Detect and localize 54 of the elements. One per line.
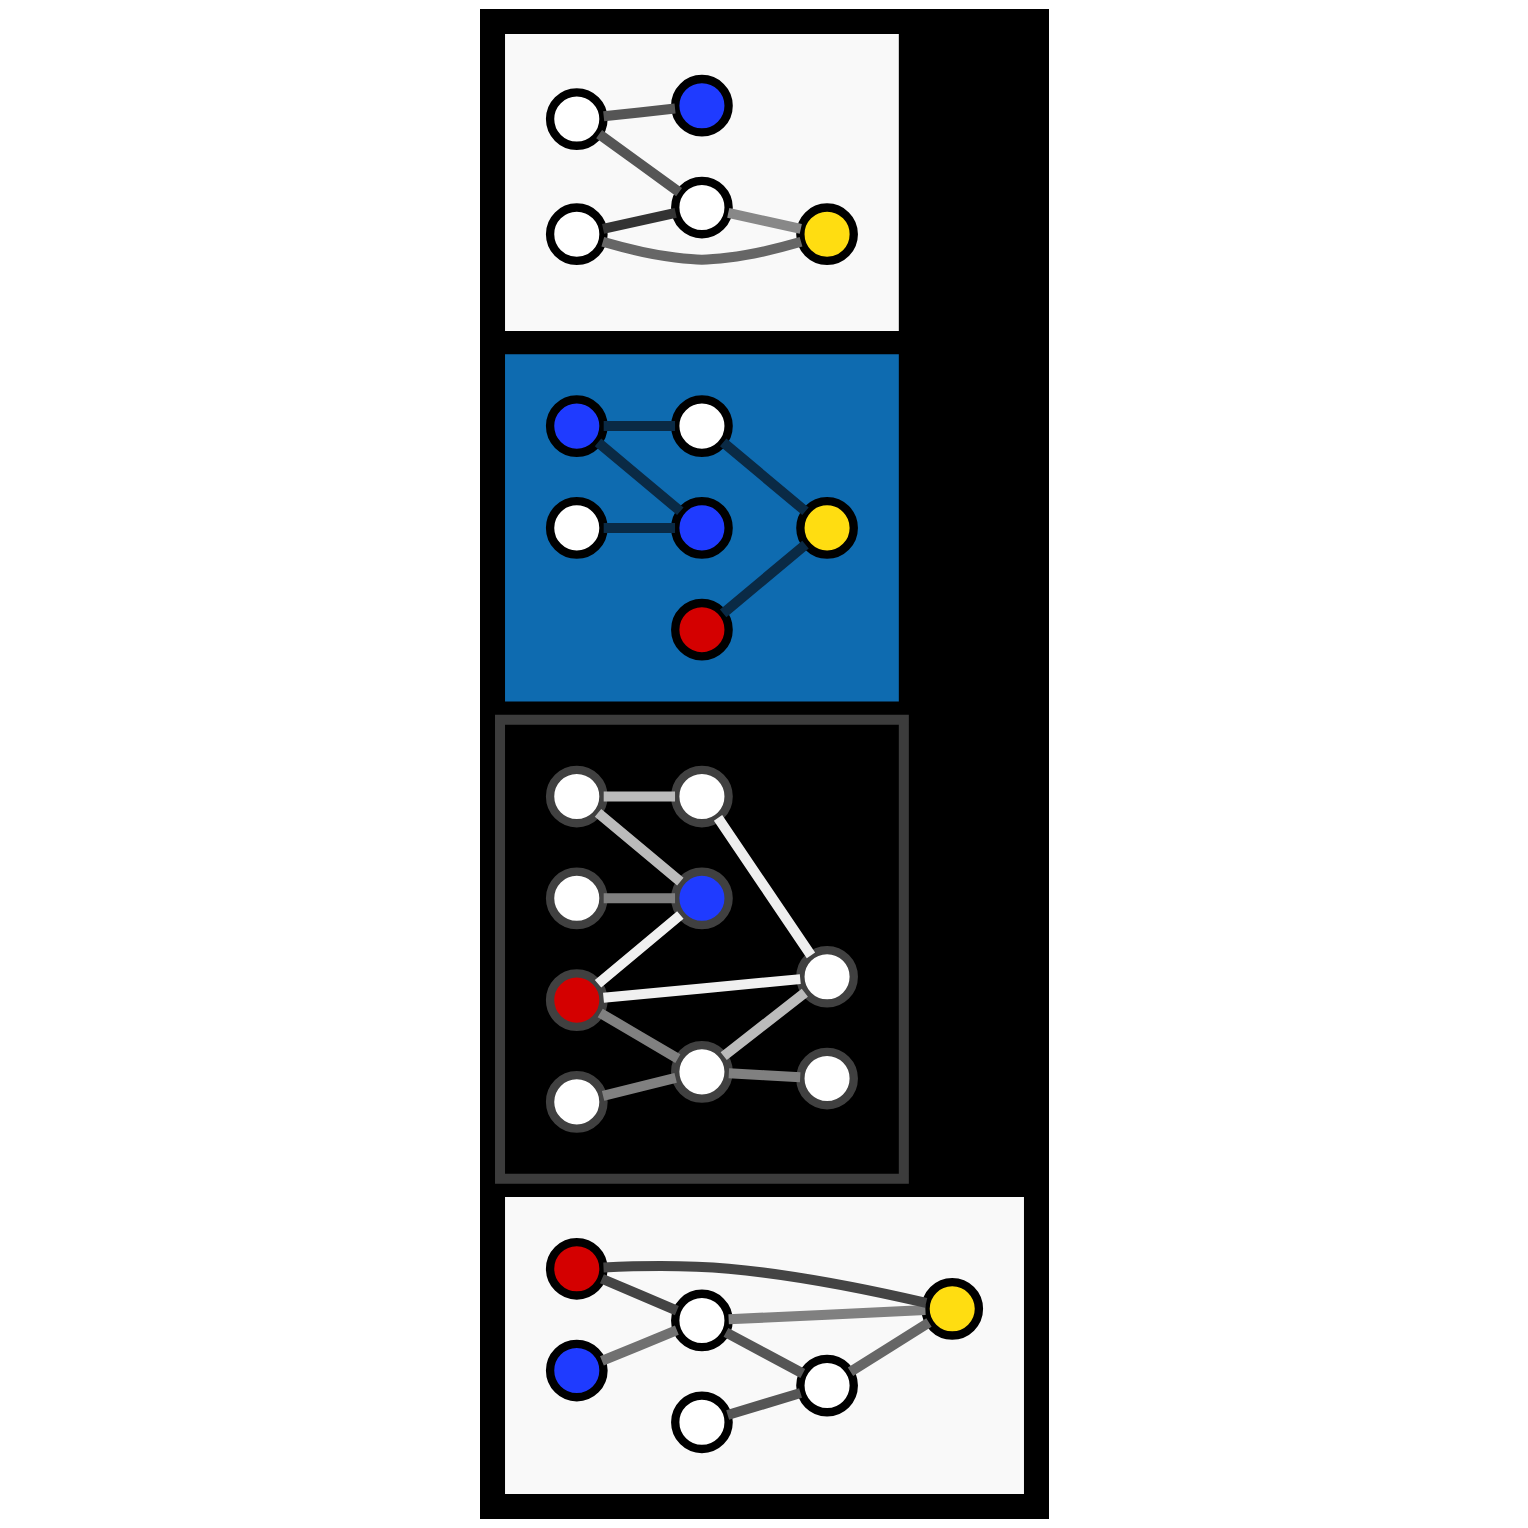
- node-circle: [545, 395, 608, 457]
- node-circle: [795, 1047, 858, 1110]
- node-circle: [795, 1354, 858, 1417]
- node-circle: [545, 497, 608, 559]
- connector: [599, 1325, 679, 1366]
- node-circle: [670, 497, 733, 559]
- connector: [847, 1318, 932, 1377]
- node-circle: [795, 497, 858, 559]
- connector: [601, 208, 677, 234]
- node-circle: [545, 1237, 608, 1300]
- node-circle: [920, 1277, 983, 1340]
- connector: [600, 236, 802, 265]
- connector: [603, 421, 675, 432]
- connector: [725, 1388, 802, 1420]
- connector: [602, 974, 801, 1003]
- node-circle: [545, 88, 608, 150]
- connector: [723, 1328, 805, 1378]
- node-circle: [795, 203, 858, 266]
- connector: [603, 522, 675, 533]
- connector: [720, 988, 808, 1061]
- node-circle: [670, 1289, 733, 1352]
- cluster: [494, 714, 909, 1184]
- connector: [719, 438, 809, 516]
- node-circle: [670, 1391, 733, 1454]
- connector: [726, 208, 802, 234]
- connector: [599, 1274, 679, 1316]
- node-circle: [670, 598, 733, 661]
- connector: [727, 1305, 926, 1325]
- node-circle: [670, 1041, 733, 1103]
- node-circle: [545, 969, 608, 1031]
- node-circle: [670, 765, 733, 828]
- node-circle: [670, 867, 733, 930]
- node-circle: [545, 765, 608, 828]
- node-circle: [545, 1071, 608, 1133]
- node-circle: [795, 945, 858, 1008]
- connector: [728, 1068, 800, 1083]
- connector: [601, 1073, 677, 1101]
- connector: [594, 911, 684, 988]
- connector: [713, 815, 815, 959]
- node-circle: [545, 203, 608, 266]
- node-circle: [670, 395, 733, 457]
- node-circle: [670, 176, 733, 239]
- connector: [597, 1008, 680, 1063]
- connector: [594, 809, 684, 886]
- connector: [603, 893, 675, 904]
- connector: [603, 791, 675, 802]
- connector: [602, 103, 676, 122]
- connector: [602, 1261, 927, 1308]
- node-circle: [670, 74, 733, 137]
- node-circle: [545, 1339, 608, 1402]
- connector: [594, 438, 684, 516]
- connector: [595, 130, 682, 197]
- connector: [719, 540, 809, 618]
- node-circle: [545, 867, 608, 930]
